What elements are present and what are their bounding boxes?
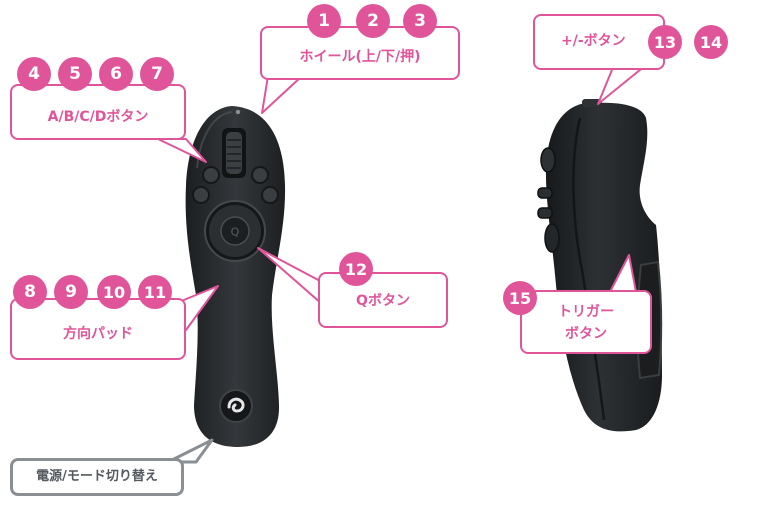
callout-q: Qボタン — [318, 272, 448, 328]
badge-6: 6 — [99, 57, 133, 91]
badge-15: 15 — [503, 281, 537, 315]
callout-abcd: A/B/C/Dボタン — [10, 84, 186, 140]
callout-q-label: Qボタン — [356, 293, 410, 310]
button-a — [202, 166, 220, 184]
callout-abcd-label: A/B/C/Dボタン — [47, 109, 149, 126]
badge-13: 13 — [648, 25, 682, 59]
badge-12: 12 — [339, 252, 373, 286]
badge-3: 3 — [403, 4, 437, 38]
callout-trigger: トリガー ボタン — [520, 290, 652, 354]
button-b — [251, 166, 269, 184]
side-button-plus — [537, 187, 553, 199]
callout-power: 電源/モード切り替え — [10, 458, 184, 496]
button-d — [261, 186, 279, 204]
callout-trigger-line1: トリガー — [558, 304, 614, 321]
callout-plusminus-label: +/-ボタン — [561, 33, 626, 50]
badge-8: 8 — [13, 275, 47, 309]
badge-14: 14 — [694, 25, 728, 59]
callout-dpad-label: 方向パッド — [63, 326, 133, 343]
badge-9: 9 — [54, 275, 88, 309]
badge-11: 11 — [138, 275, 172, 309]
side-button-minus — [537, 207, 553, 219]
q-button — [220, 216, 250, 246]
callout-trigger-line2: ボタン — [565, 326, 607, 342]
remote-front-view: Q — [185, 106, 286, 447]
badge-7: 7 — [140, 57, 174, 91]
badge-1: 1 — [307, 4, 341, 38]
top-button — [582, 99, 602, 107]
badge-10: 10 — [97, 275, 131, 309]
remote-side-view — [537, 99, 663, 432]
side-button-upper — [540, 147, 556, 173]
svg-text:Q: Q — [231, 226, 240, 239]
callout-power-label: 電源/モード切り替え — [36, 468, 158, 484]
badge-2: 2 — [356, 4, 390, 38]
status-led — [235, 109, 241, 115]
badge-4: 4 — [17, 57, 51, 91]
callout-plusminus: +/-ボタン — [533, 14, 665, 70]
callout-wheel-label: ホイール(上/下/押) — [299, 49, 421, 66]
badge-5: 5 — [58, 57, 92, 91]
callout-tails — [157, 64, 647, 464]
scroll-wheel — [226, 132, 242, 174]
spiral-logo-icon — [219, 389, 253, 423]
button-c — [192, 186, 210, 204]
